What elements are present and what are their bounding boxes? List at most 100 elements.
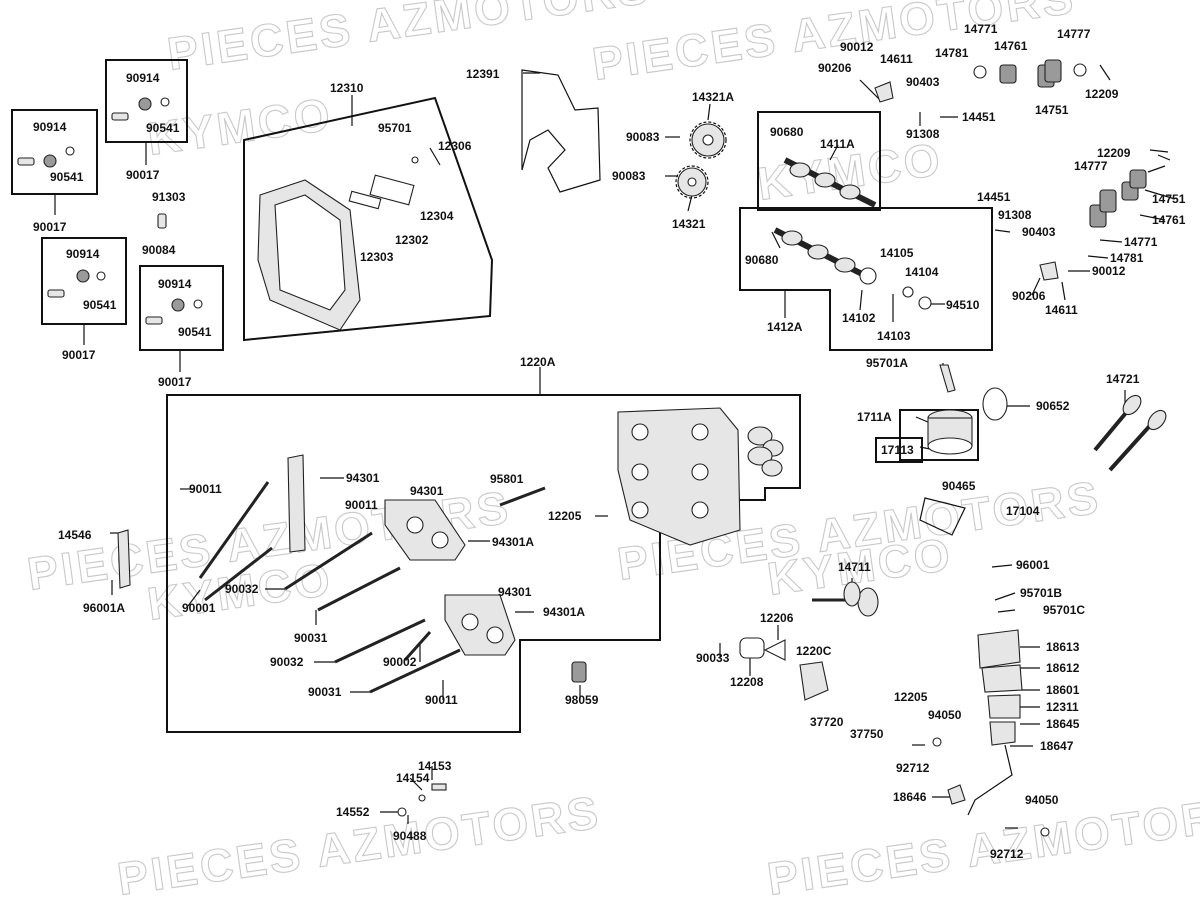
label-14777-top: 14777 bbox=[1057, 27, 1091, 41]
label-90017-b: 90017 bbox=[126, 168, 160, 182]
label-94301-b: 94301 bbox=[410, 484, 444, 498]
label-14781-top: 14781 bbox=[935, 46, 969, 60]
gasket-90465 bbox=[919, 497, 966, 536]
label-37750: 37750 bbox=[850, 727, 884, 741]
label-1412A: 1412A bbox=[767, 320, 803, 334]
label-92712-b: 92712 bbox=[990, 847, 1024, 861]
sprocket-14321A bbox=[689, 121, 727, 159]
label-90680-a: 90680 bbox=[770, 125, 804, 139]
label-90002: 90002 bbox=[383, 655, 417, 669]
camshaft-1411A bbox=[783, 157, 877, 208]
label-14771-right: 14771 bbox=[1124, 235, 1158, 249]
label-90012-top: 90012 bbox=[840, 40, 874, 54]
label-91308-right: 91308 bbox=[998, 208, 1032, 222]
part-labels: 90914 90541 90017 90914 90541 90017 9091… bbox=[33, 22, 1186, 861]
label-14102: 14102 bbox=[842, 311, 876, 325]
label-90206-right: 90206 bbox=[1012, 289, 1046, 303]
sprocket-14321 bbox=[675, 165, 709, 199]
fitting-1220C bbox=[799, 661, 829, 701]
label-90012-right: 90012 bbox=[1092, 264, 1126, 278]
leader-lines bbox=[54, 72, 1176, 824]
label-94510: 94510 bbox=[946, 298, 980, 312]
label-17113: 17113 bbox=[881, 443, 914, 457]
label-96001A: 96001A bbox=[83, 601, 125, 615]
label-18645: 18645 bbox=[1046, 717, 1080, 731]
label-14552: 14552 bbox=[336, 805, 370, 819]
label-90031-b: 90031 bbox=[308, 685, 342, 699]
watermark-brand-6: PIECES AZMOTORS bbox=[764, 786, 1200, 900]
label-12209-top: 12209 bbox=[1085, 87, 1119, 101]
label-18612: 18612 bbox=[1046, 661, 1080, 675]
label-12310: 12310 bbox=[330, 81, 364, 95]
label-90017-c: 90017 bbox=[62, 348, 96, 362]
label-12205-b: 12205 bbox=[894, 690, 928, 704]
label-17104: 17104 bbox=[1006, 504, 1040, 518]
tensioner-14711 bbox=[812, 581, 879, 617]
label-90017-d: 90017 bbox=[158, 375, 192, 389]
label-90914-c: 90914 bbox=[66, 247, 100, 261]
label-18601: 18601 bbox=[1046, 683, 1080, 697]
valve-cover-12310 bbox=[257, 147, 441, 331]
valve-springs-right bbox=[994, 149, 1169, 281]
label-90914-d: 90914 bbox=[158, 277, 192, 291]
valves-14721 bbox=[1093, 394, 1167, 472]
valve-springs-top bbox=[859, 59, 1111, 103]
label-1711A: 1711A bbox=[857, 410, 892, 424]
label-14105: 14105 bbox=[880, 246, 914, 260]
label-90541-d: 90541 bbox=[178, 325, 212, 339]
box-12310 bbox=[243, 96, 494, 342]
label-90031-a: 90031 bbox=[294, 631, 328, 645]
label-12205-a: 12205 bbox=[548, 509, 582, 523]
label-90001: 90001 bbox=[182, 601, 216, 615]
label-14546: 14546 bbox=[58, 528, 92, 542]
label-90680-b: 90680 bbox=[745, 253, 779, 267]
label-90011-b: 90011 bbox=[345, 498, 378, 512]
label-12304: 12304 bbox=[420, 209, 454, 223]
label-14761-top: 14761 bbox=[994, 39, 1028, 53]
watermark-brand-1: PIECES AZMOTORS bbox=[164, 0, 654, 80]
label-90541-b: 90541 bbox=[146, 121, 180, 135]
label-14321: 14321 bbox=[672, 217, 706, 231]
label-14761-right: 14761 bbox=[1152, 213, 1186, 227]
label-90083-a: 90083 bbox=[626, 130, 660, 144]
label-14751-top: 14751 bbox=[1035, 103, 1069, 117]
bolt-91303 bbox=[157, 213, 167, 229]
box-90017-d bbox=[139, 265, 224, 351]
small-fasteners-bottom bbox=[397, 737, 1050, 837]
label-14451-top: 14451 bbox=[962, 110, 996, 124]
label-1411A: 1411A bbox=[820, 137, 855, 151]
label-14751-right: 14751 bbox=[1152, 192, 1186, 206]
bolt-90914-a bbox=[17, 146, 75, 168]
label-1220A: 1220A bbox=[520, 355, 556, 369]
label-14153: 14153 bbox=[418, 759, 452, 773]
label-95701: 95701 bbox=[378, 121, 412, 135]
label-14777-right: 14777 bbox=[1074, 159, 1108, 173]
label-90914-a: 90914 bbox=[33, 120, 67, 134]
label-94301A-a: 94301A bbox=[492, 535, 534, 549]
label-12209-right: 12209 bbox=[1097, 146, 1131, 160]
cylinder-head bbox=[617, 407, 784, 546]
label-14771-top: 14771 bbox=[964, 22, 998, 36]
label-98059: 98059 bbox=[565, 693, 599, 707]
label-90011-c: 90011 bbox=[425, 693, 458, 707]
label-90403-right: 90403 bbox=[1022, 225, 1056, 239]
label-18613: 18613 bbox=[1046, 640, 1080, 654]
chain-guide bbox=[287, 454, 306, 553]
label-90083-b: 90083 bbox=[612, 169, 646, 183]
watermark-brand-5: PIECES AZMOTORS bbox=[114, 786, 604, 900]
label-90465: 90465 bbox=[942, 479, 976, 493]
label-14451-right: 14451 bbox=[977, 190, 1011, 204]
label-90017-a: 90017 bbox=[33, 220, 67, 234]
label-94050-a: 94050 bbox=[928, 708, 962, 722]
pair-valve-assembly bbox=[967, 629, 1023, 816]
label-95701C: 95701C bbox=[1043, 603, 1085, 617]
label-12302: 12302 bbox=[395, 233, 429, 247]
cam-holder-lower bbox=[444, 594, 516, 656]
label-94301-a: 94301 bbox=[346, 471, 380, 485]
label-90084: 90084 bbox=[142, 243, 176, 257]
label-14611-top: 14611 bbox=[880, 52, 913, 66]
camshaft-1412A bbox=[773, 227, 932, 310]
label-12391: 12391 bbox=[466, 67, 500, 81]
label-90206-top: 90206 bbox=[818, 61, 852, 75]
label-96001: 96001 bbox=[1016, 558, 1050, 572]
